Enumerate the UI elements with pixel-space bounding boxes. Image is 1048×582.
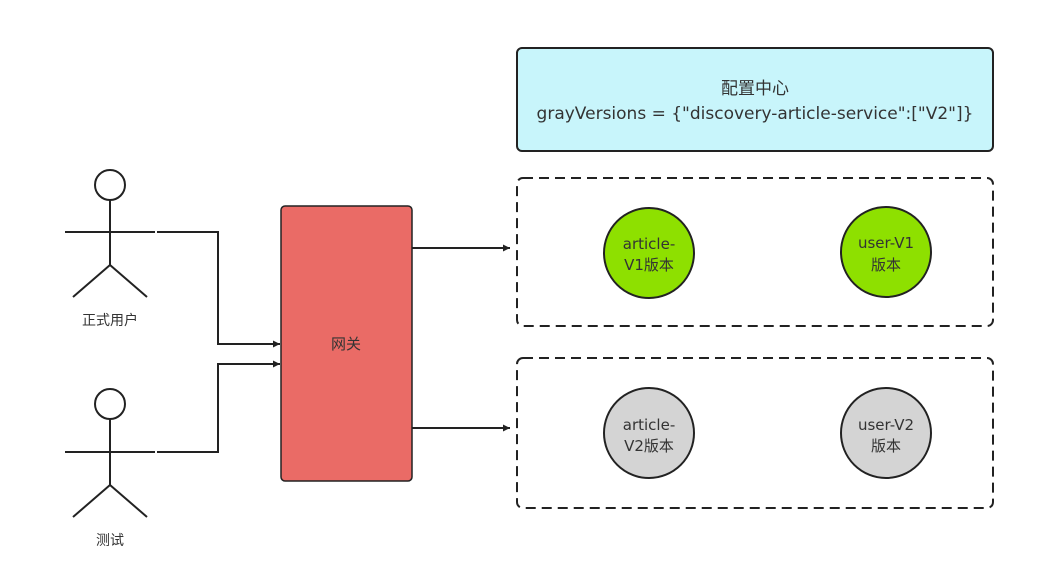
service-article-v2[interactable]: article- V2版本: [603, 387, 695, 479]
config-center-content: grayVersions = {"discovery-article-servi…: [537, 104, 974, 124]
service-label-line2: V2版本: [624, 437, 674, 455]
service-user-v2[interactable]: user-V2 版本: [840, 387, 932, 479]
service-label-line1: article-: [623, 416, 675, 434]
edge-tester-to-gateway[interactable]: [157, 360, 280, 453]
config-center-title: 配置中心: [721, 79, 789, 99]
actor-head: [94, 388, 126, 420]
service-user-v1[interactable]: user-V1 版本: [840, 206, 932, 298]
actor-tester[interactable]: [65, 388, 155, 518]
actor-prod-user-label: 正式用户: [82, 312, 138, 329]
v1-group-dashed-border: [516, 177, 994, 327]
service-article-v1[interactable]: article- V1版本: [603, 207, 695, 299]
v1-group[interactable]: article- V1版本 user-V1 版本: [516, 177, 994, 327]
actor-right-leg: [109, 484, 148, 518]
gateway-label: 网关: [331, 335, 361, 353]
service-label-line2: 版本: [871, 437, 901, 455]
actor-left-leg: [72, 264, 111, 298]
v2-group-dashed-border: [516, 357, 994, 509]
service-node-circle: [840, 206, 932, 298]
actor-head: [94, 169, 126, 201]
edge-prod-user-to-gateway[interactable]: [157, 231, 280, 348]
actor-prod-user[interactable]: [65, 169, 155, 298]
service-label-line2: 版本: [871, 256, 901, 274]
actor-right-leg: [109, 264, 148, 298]
v2-group[interactable]: article- V2版本 user-V2 版本: [516, 357, 994, 509]
config-center-rect: [516, 47, 994, 152]
service-label-line1: user-V2: [858, 416, 914, 434]
config-center-box[interactable]: 配置中心 grayVersions = {"discovery-article-…: [516, 47, 994, 152]
service-label-line1: user-V1: [858, 234, 914, 252]
service-node-circle: [603, 207, 695, 299]
service-label-line1: article-: [623, 235, 675, 253]
service-label-line2: V1版本: [624, 256, 674, 274]
service-node-circle: [840, 387, 932, 479]
gateway-rect: [280, 205, 413, 482]
gateway-box[interactable]: 网关: [280, 205, 413, 482]
actor-left-leg: [72, 484, 111, 518]
actor-tester-label: 测试: [96, 533, 124, 549]
service-node-circle: [603, 387, 695, 479]
